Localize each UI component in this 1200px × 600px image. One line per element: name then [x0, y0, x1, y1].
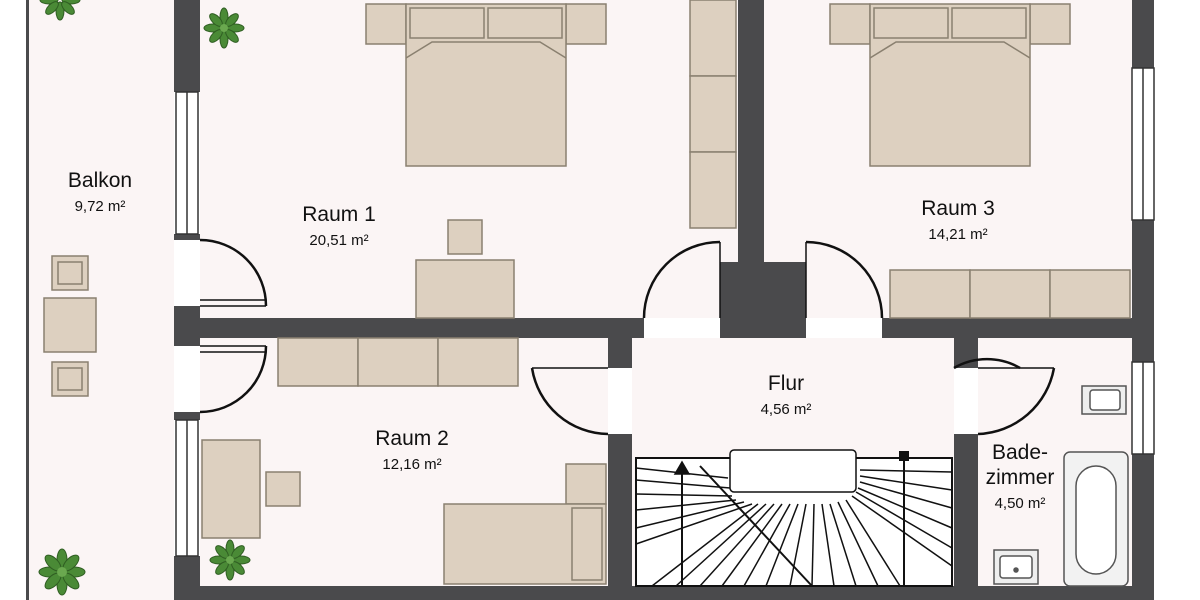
staircase [635, 449, 953, 587]
wardrobe-raum3 [889, 269, 1131, 319]
toilet [1081, 385, 1127, 415]
wall-west-low2 [174, 412, 200, 420]
balkon-left-edge [26, 0, 29, 600]
balkon-area: 9,72 m² [75, 198, 126, 215]
door-balkon-raum2 [199, 345, 268, 414]
wall-west-lower [174, 306, 200, 346]
plant-raum2 [209, 539, 251, 581]
wall-east-mid [1132, 220, 1154, 362]
balkon-name: Balkon [68, 169, 132, 192]
wall-r2-flur-top [608, 338, 632, 368]
bed-raum3 [829, 3, 1071, 167]
balcony-furniture [43, 255, 97, 397]
bed-raum2 [443, 463, 607, 585]
potted-plant-icon [39, 0, 81, 21]
flur-area: 4,56 m² [761, 401, 812, 418]
up-arrow-icon [673, 460, 691, 475]
desk-raum2 [201, 439, 301, 539]
bed-raum1 [365, 3, 607, 167]
raum1-area: 20,51 m² [309, 232, 368, 249]
wardrobe-raum2 [277, 337, 519, 387]
door-flur-bad [953, 357, 1056, 436]
stair-walkline [681, 451, 909, 587]
room-labels: Balkon 9,72 m² Raum 1 20,51 m² Raum 3 14… [68, 169, 1055, 512]
walls [26, 0, 1154, 600]
bad-name-line1: Bade- [992, 441, 1048, 464]
wall-r2-flur [608, 434, 632, 600]
windows [175, 67, 1155, 557]
wall-flur-bad [954, 434, 978, 600]
potted-plant-icon [203, 7, 245, 49]
wall-bottom [174, 586, 1154, 600]
potted-plant-icon [38, 548, 86, 596]
wall-r3-bad [882, 318, 1132, 338]
door-balkon-raum1 [199, 238, 268, 307]
sink [993, 549, 1039, 585]
bathroom-fixtures [993, 385, 1129, 587]
door-flur-raum2 [530, 367, 609, 436]
bad-name-line2: zimmer [986, 466, 1055, 489]
door-flur-raum1 [642, 240, 721, 319]
potted-plant-icon [209, 539, 251, 581]
window-bad [1131, 361, 1155, 455]
wardrobe-raum1 [689, 0, 737, 229]
stair-landing [729, 449, 857, 493]
raum3-name: Raum 3 [921, 197, 995, 220]
wall-shaft [720, 262, 806, 338]
raum2-area: 12,16 m² [382, 456, 441, 473]
raum1-name: Raum 1 [302, 203, 376, 226]
desk-raum1 [415, 219, 515, 319]
plant-balkon-bottom [38, 548, 86, 596]
window-raum3 [1131, 67, 1155, 221]
stair-steps [635, 467, 953, 587]
wall-west-top [174, 0, 200, 92]
window-raum1 [175, 91, 199, 235]
bad-area: 4,50 m² [995, 495, 1046, 512]
door-flur-raum3 [805, 240, 884, 319]
flur-name: Flur [768, 372, 804, 395]
raum3-area: 14,21 m² [928, 226, 987, 243]
doors [199, 238, 1056, 436]
wall-r1-r2 [200, 318, 644, 338]
window-raum2 [175, 419, 199, 557]
wall-east-bottom [1132, 454, 1154, 600]
wall-east-top [1132, 0, 1154, 68]
furniture [43, 0, 1131, 585]
plant-raum1 [203, 7, 245, 49]
bathtub [1063, 451, 1129, 587]
raum2-name: Raum 2 [375, 427, 449, 450]
plant-balkon-top [39, 0, 81, 21]
wall-west-mid [174, 234, 200, 240]
